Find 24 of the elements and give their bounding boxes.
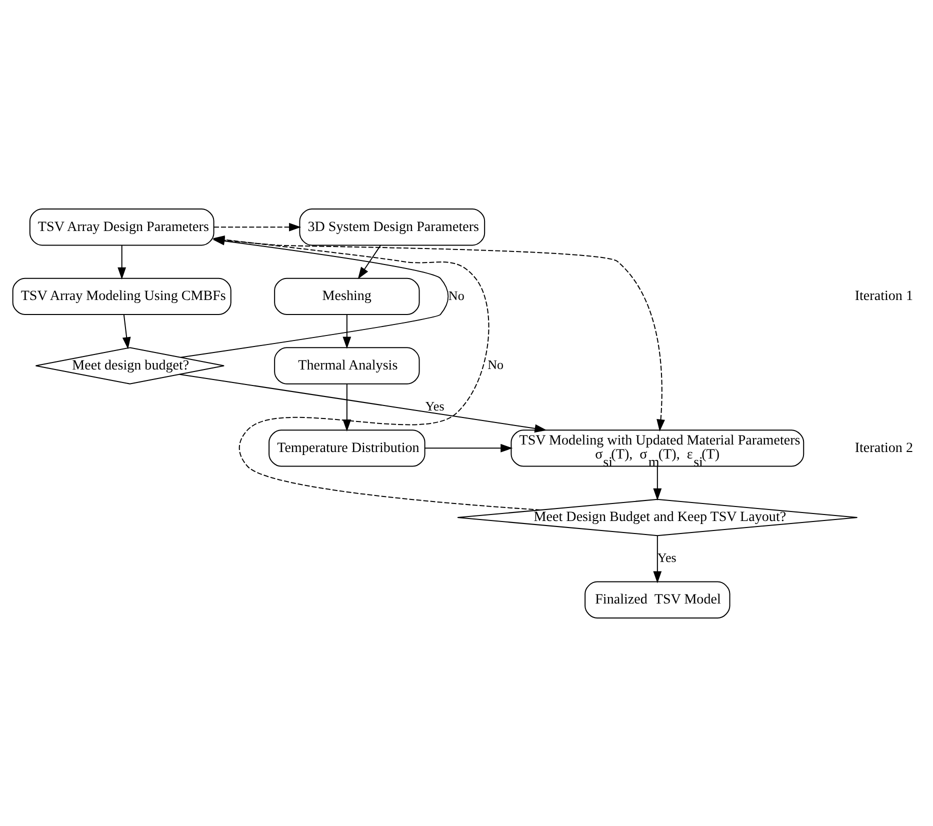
node-box: Thermal Analysis (274, 346, 420, 384)
node-box: TSV Array Design Parameters (29, 208, 214, 246)
arrow (214, 222, 302, 231)
node-box: Temperature Distribution (268, 429, 426, 466)
arrow (358, 244, 381, 279)
node-box: TSV Array Modeling Using CMBFs (12, 277, 232, 315)
label: Iteration 2 (854, 439, 913, 456)
arrow (424, 443, 513, 452)
node-box: 3D System Design Parameters (299, 208, 486, 246)
arrow (653, 466, 662, 500)
node-box: Finalized TSV Model (584, 580, 730, 618)
arrow (179, 373, 547, 432)
edge-label: No (488, 356, 504, 372)
arrow (118, 244, 126, 279)
label: Iteration 1 (854, 288, 913, 304)
node-diamond: Meet design budget? (35, 346, 225, 384)
arrow (653, 535, 662, 583)
node-diamond: Meet Design Budget and Keep TSV Layout? (457, 498, 858, 536)
node-box: Meshing (274, 277, 420, 315)
arrow (342, 314, 352, 348)
arrow (342, 384, 352, 432)
edge-label: No (448, 287, 464, 302)
arrow (122, 314, 131, 349)
edge-label: Yes (425, 398, 444, 413)
